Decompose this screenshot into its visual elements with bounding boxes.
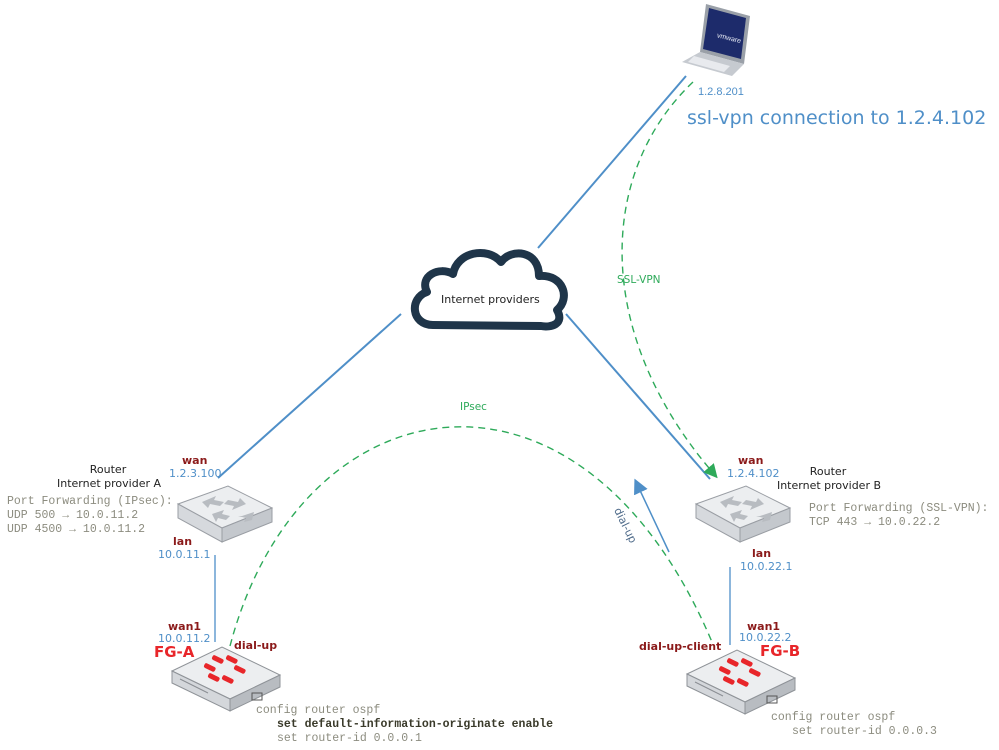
link-laptop-cloud <box>537 75 687 249</box>
fg-a-config-line1: config router ospf <box>256 704 381 717</box>
router-b-pf-line1: Port Forwarding (SSL-VPN): <box>809 502 989 515</box>
router-a-wan-ip: 1.2.3.100 <box>169 467 222 480</box>
router-b-pf-line2: TCP 443 → 10.0.22.2 <box>809 516 941 529</box>
router-a-lan-ip: 10.0.11.1 <box>158 548 211 561</box>
fortigate-icon <box>685 649 797 715</box>
fg-b-wan-ip: 10.0.22.2 <box>739 631 792 644</box>
router-a-pf-line2: UDP 500 → 10.0.11.2 <box>7 509 139 522</box>
link-cloud-router-b <box>565 313 711 480</box>
fg-b-config-line2: set router-id 0.0.0.3 <box>792 725 937 738</box>
ssl-vpn-tunnel <box>621 81 718 479</box>
fortigate-b <box>683 646 799 716</box>
laptop: vmware <box>680 2 752 76</box>
fg-a-wan-ip: 10.0.11.2 <box>158 632 211 645</box>
ipsec-tunnel <box>229 426 713 647</box>
router-b-wan-ip: 1.2.4.102 <box>727 467 780 480</box>
router-a <box>172 482 276 548</box>
fortigate-a <box>168 643 284 713</box>
fg-b-tunnel-label: dial-up-client <box>639 640 722 653</box>
cloud <box>405 240 575 335</box>
fortinet-logo <box>203 655 246 684</box>
fg-a-config-line2: set default-information-originate enable <box>277 718 554 731</box>
router-b-lan-ip: 10.0.22.1 <box>740 560 793 573</box>
fg-b-config-line1: config router ospf <box>771 711 896 724</box>
fortinet-logo <box>718 658 761 687</box>
fg-a-wan-label: wan1 <box>168 620 202 633</box>
router-a-lan-label: lan <box>173 535 193 548</box>
laptop-icon: vmware <box>682 4 750 76</box>
router-b-lan-label: lan <box>752 547 772 560</box>
dialup-direction-arrow <box>634 478 670 553</box>
router-a-caption-line1: Router <box>89 463 127 476</box>
router-b-caption-line2: Internet provider B <box>776 479 882 492</box>
ssl-vpn-headline: ssl-vpn connection to 1.2.4.102 <box>687 107 987 129</box>
ssl-vpn-label: SSL-VPN <box>617 274 661 286</box>
ipsec-label: IPsec <box>458 401 489 414</box>
fg-a-name: FG-A <box>154 643 195 661</box>
router-b-wan-label: wan <box>738 454 764 467</box>
fg-a-tunnel-label: dial-up <box>234 639 278 652</box>
cloud-label: Internet providers <box>441 293 540 306</box>
router-icon <box>176 485 274 543</box>
router-b-caption-line1: Router <box>809 465 847 478</box>
router-icon <box>694 485 792 543</box>
fortigate-icon <box>170 646 282 712</box>
cloud-icon <box>410 249 568 331</box>
fg-a-config-line3: set router-id 0.0.0.1 <box>277 732 422 745</box>
router-a-pf-line1: Port Forwarding (IPsec): <box>7 495 173 508</box>
fg-b-wan-label: wan1 <box>747 620 781 633</box>
link-cloud-router-a <box>217 313 402 479</box>
laptop-ip: 1.2.8.201 <box>698 86 744 98</box>
router-b <box>690 482 794 548</box>
fg-b-name: FG-B <box>760 642 801 660</box>
router-a-pf-line3: UDP 4500 → 10.0.11.2 <box>7 523 146 536</box>
router-a-wan-label: wan <box>182 454 208 467</box>
router-a-caption-line2: Internet provider A <box>56 477 162 490</box>
